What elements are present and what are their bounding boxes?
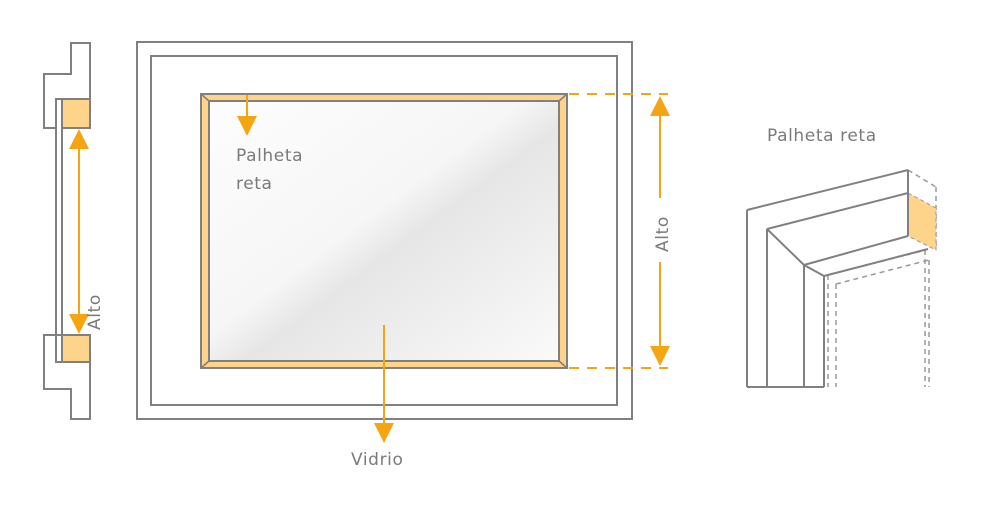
bead-label-line2: reta <box>236 174 273 194</box>
bottom-glazing-bead <box>61 334 91 363</box>
glass-pane <box>208 100 560 362</box>
front-elevation-view: Palheta reta Vidrio Alto <box>136 41 673 470</box>
top-glazing-bead <box>61 98 91 129</box>
detail-title: Palheta reta <box>767 126 877 146</box>
glass-label: Vidrio <box>351 450 403 470</box>
bead-label: Palheta <box>236 146 303 166</box>
bead-cut-face <box>907 192 937 251</box>
glass-strip <box>55 98 63 363</box>
section-height-label: Alto <box>85 294 105 330</box>
frame-height-label: Alto <box>653 216 673 252</box>
cross-section-view: Alto <box>43 42 105 420</box>
bead-3d-detail-view: Palheta reta <box>746 126 937 388</box>
